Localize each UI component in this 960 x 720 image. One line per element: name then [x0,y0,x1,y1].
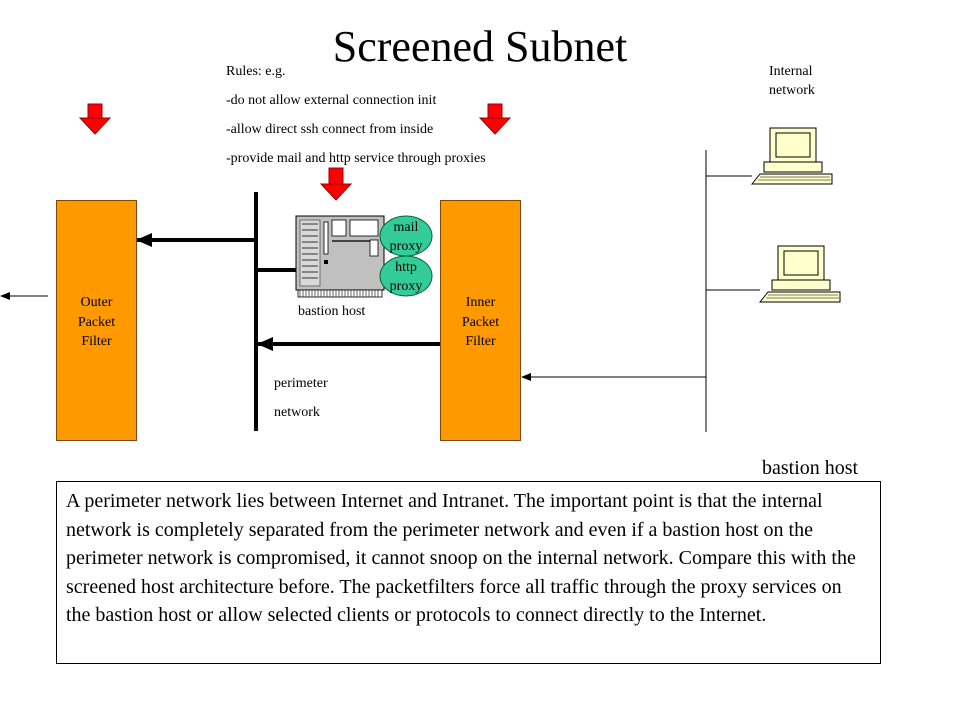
down-arrow-icon [319,167,353,201]
rule-item: -provide mail and http service through p… [226,151,486,166]
inner-filter-label: Inner Packet Filter [461,295,500,349]
mail-proxy-label: mail proxy [389,220,423,254]
workstation-icon [750,127,833,185]
caption: bastion host [762,457,859,479]
down-arrow-icon [478,103,512,135]
workstation-icon [758,245,841,303]
bastion-host-label: bastion host [298,304,366,319]
page-title: Screened Subnet [332,22,628,71]
http-proxy-label: http proxy [389,260,423,294]
rules-heading: Rules: e.g. [226,64,286,79]
down-arrow-icon [78,103,112,135]
rule-item: -do not allow external connection init [226,93,437,108]
rule-item: -allow direct ssh connect from inside [226,122,434,137]
perimeter-network-label: perimeter network [274,376,328,420]
http-proxy-bubble [379,255,433,297]
description-box: A perimeter network lies between Interne… [56,481,881,664]
bastion-host-icon [295,215,385,298]
internal-network-label: Internal network [769,64,815,98]
inner-packet-filter: Inner Packet Filter [440,200,521,441]
outer-packet-filter: Outer Packet Filter [56,200,137,441]
outer-filter-label: Outer Packet Filter [77,295,116,349]
